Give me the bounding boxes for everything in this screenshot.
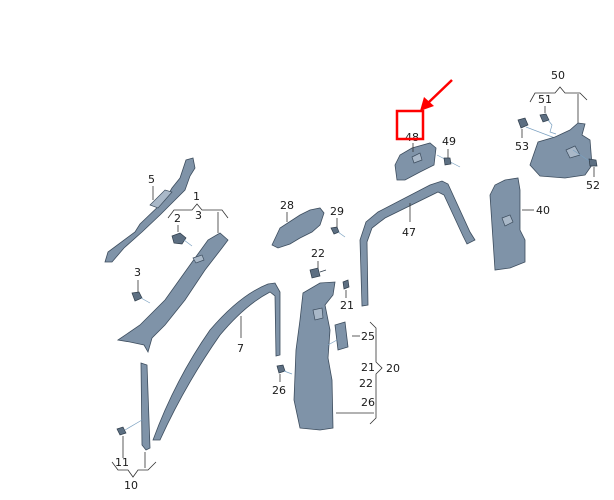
- highlight-arrow-icon: [420, 79, 453, 111]
- part-11-clip[interactable]: [116, 426, 127, 436]
- part-29-screw[interactable]: [330, 226, 346, 238]
- label-11: 11: [115, 456, 129, 469]
- part-22-bolt[interactable]: [309, 267, 327, 279]
- label-21b: 21: [361, 361, 375, 374]
- part-50-c-pillar-trim[interactable]: [529, 122, 593, 179]
- label-7: 7: [237, 342, 244, 355]
- label-22b: 22: [359, 377, 373, 390]
- label-25: 25: [361, 330, 375, 343]
- part-1-a-pillar-trim[interactable]: [116, 232, 229, 354]
- part-26-clip[interactable]: [276, 364, 293, 375]
- label-52: 52: [586, 179, 600, 192]
- label-22a: 22: [311, 247, 325, 260]
- label-51: 51: [538, 93, 552, 106]
- label-21a: 21: [340, 299, 354, 312]
- label-40: 40: [536, 204, 550, 217]
- label-3-group: 3: [195, 209, 202, 222]
- bracket-50: [529, 86, 588, 103]
- part-51-clip[interactable]: [539, 113, 557, 135]
- label-5: 5: [148, 173, 155, 186]
- bracket-1: [167, 203, 229, 219]
- label-48: 48: [405, 131, 419, 144]
- label-26a: 26: [272, 384, 286, 397]
- label-26b: 26: [361, 396, 375, 409]
- bracket-20: [369, 321, 383, 425]
- part-28-upper-trim[interactable]: [271, 207, 325, 249]
- part-5-trim-strip[interactable]: [104, 157, 196, 263]
- label-20: 20: [386, 362, 400, 375]
- label-47: 47: [402, 226, 416, 239]
- part-7-seal[interactable]: [152, 282, 281, 441]
- bracket-10: [111, 461, 157, 478]
- label-28: 28: [280, 199, 294, 212]
- part-10-lower-strip[interactable]: [124, 362, 151, 451]
- label-53: 53: [515, 140, 529, 153]
- label-29: 29: [330, 205, 344, 218]
- label-2: 2: [174, 212, 181, 225]
- label-49: 49: [442, 135, 456, 148]
- part-2-clip[interactable]: [171, 232, 193, 247]
- part-3-clip[interactable]: [131, 291, 151, 304]
- label-10: 10: [124, 479, 138, 492]
- part-49-screw[interactable]: [436, 154, 461, 168]
- label-3: 3: [134, 266, 141, 279]
- label-1: 1: [193, 190, 200, 203]
- part-52-screw[interactable]: [572, 149, 598, 167]
- label-50: 50: [551, 69, 565, 82]
- part-21-clip[interactable]: [342, 279, 350, 290]
- highlight-box: [395, 109, 425, 141]
- part-47-seal[interactable]: [359, 180, 476, 307]
- part-48-cover[interactable]: [394, 142, 437, 181]
- part-20-b-pillar-trim[interactable]: [293, 281, 336, 431]
- part-25-insert[interactable]: [327, 321, 349, 351]
- part-53-clip[interactable]: [517, 117, 556, 139]
- part-40-pillar-trim[interactable]: [489, 177, 526, 271]
